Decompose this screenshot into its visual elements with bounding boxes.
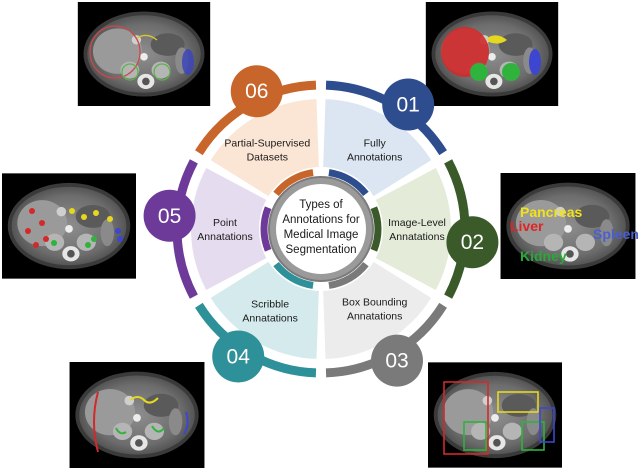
segment-label-02-line-1: Image-Level <box>388 217 446 229</box>
label-spleen: Spleen <box>593 226 639 242</box>
segment-label-01-line-1: Fully <box>364 137 387 149</box>
segment-number-06: 06 <box>245 80 268 103</box>
segment-tab-02 <box>446 216 499 269</box>
segment-number-01: 01 <box>397 93 420 116</box>
segment-label-04-line-2: Annatations <box>242 312 297 324</box>
segment-label-01-line-2: Annotations <box>347 151 402 163</box>
segment-tab-04 <box>212 330 265 383</box>
segment-wedge-05 <box>190 167 267 291</box>
segment-tab-06 <box>230 65 283 118</box>
segment-label-05-line-1: Point <box>213 217 237 229</box>
segment-label-04-line-1: Scribble <box>251 298 289 310</box>
center-title-line-1: Types of <box>299 199 343 211</box>
segment-wedge-04 <box>210 261 319 359</box>
center-hub: Types of Annotations for Medical Image S… <box>268 176 374 282</box>
center-title-line-3: Medical Image <box>284 229 359 241</box>
center-title-line-4: Segmentation <box>286 244 357 256</box>
ct-image-partial-supervised <box>77 2 211 106</box>
segment-number-02: 02 <box>461 231 484 254</box>
ct-image-image-level: Pancreas Liver Spleen Kidney <box>500 173 639 279</box>
segment-inner-arc-01 <box>328 169 369 197</box>
ct-image-scribble-annotation <box>69 362 205 468</box>
segment-tab-05 <box>143 189 196 242</box>
segment-inner-arc-02 <box>370 206 382 252</box>
ct-image-fully-annotated <box>425 2 559 106</box>
segment-number-04: 04 <box>227 345 251 368</box>
ct-image-box-annotation <box>428 362 562 468</box>
segment-label-06-line-2: Datasets <box>247 151 288 163</box>
segment-label-02-line-2: Annatations <box>389 231 444 243</box>
segment-inner-arc-04 <box>273 261 314 289</box>
label-liver: Liver <box>510 218 544 234</box>
segment-wedge-01 <box>323 99 432 197</box>
ct-image-point-annotation <box>2 173 136 279</box>
segment-wedge-02 <box>375 167 451 291</box>
segment-number-03: 03 <box>385 350 408 373</box>
segment-label-05-line-2: Annatations <box>197 231 252 243</box>
segment-number-05: 05 <box>158 205 181 228</box>
center-title-line-2: Annotations for <box>282 214 360 226</box>
segment-label-03-line-1: Box Bounding <box>342 297 408 309</box>
segment-wedge-06 <box>210 99 319 197</box>
label-pancreas: Pancreas <box>520 204 582 220</box>
segment-tab-03 <box>371 334 423 387</box>
segment-inner-arc-05 <box>260 206 272 252</box>
segment-tab-01 <box>382 78 435 131</box>
segment-wedge-03 <box>323 261 432 359</box>
segment-inner-arc-06 <box>273 169 314 197</box>
segment-inner-arc-03 <box>328 261 369 289</box>
label-kidney: Kidney <box>520 248 567 264</box>
segment-label-03-line-2: Annatations <box>347 311 402 323</box>
segment-label-06-line-1: Partial-Supervised <box>224 137 310 149</box>
